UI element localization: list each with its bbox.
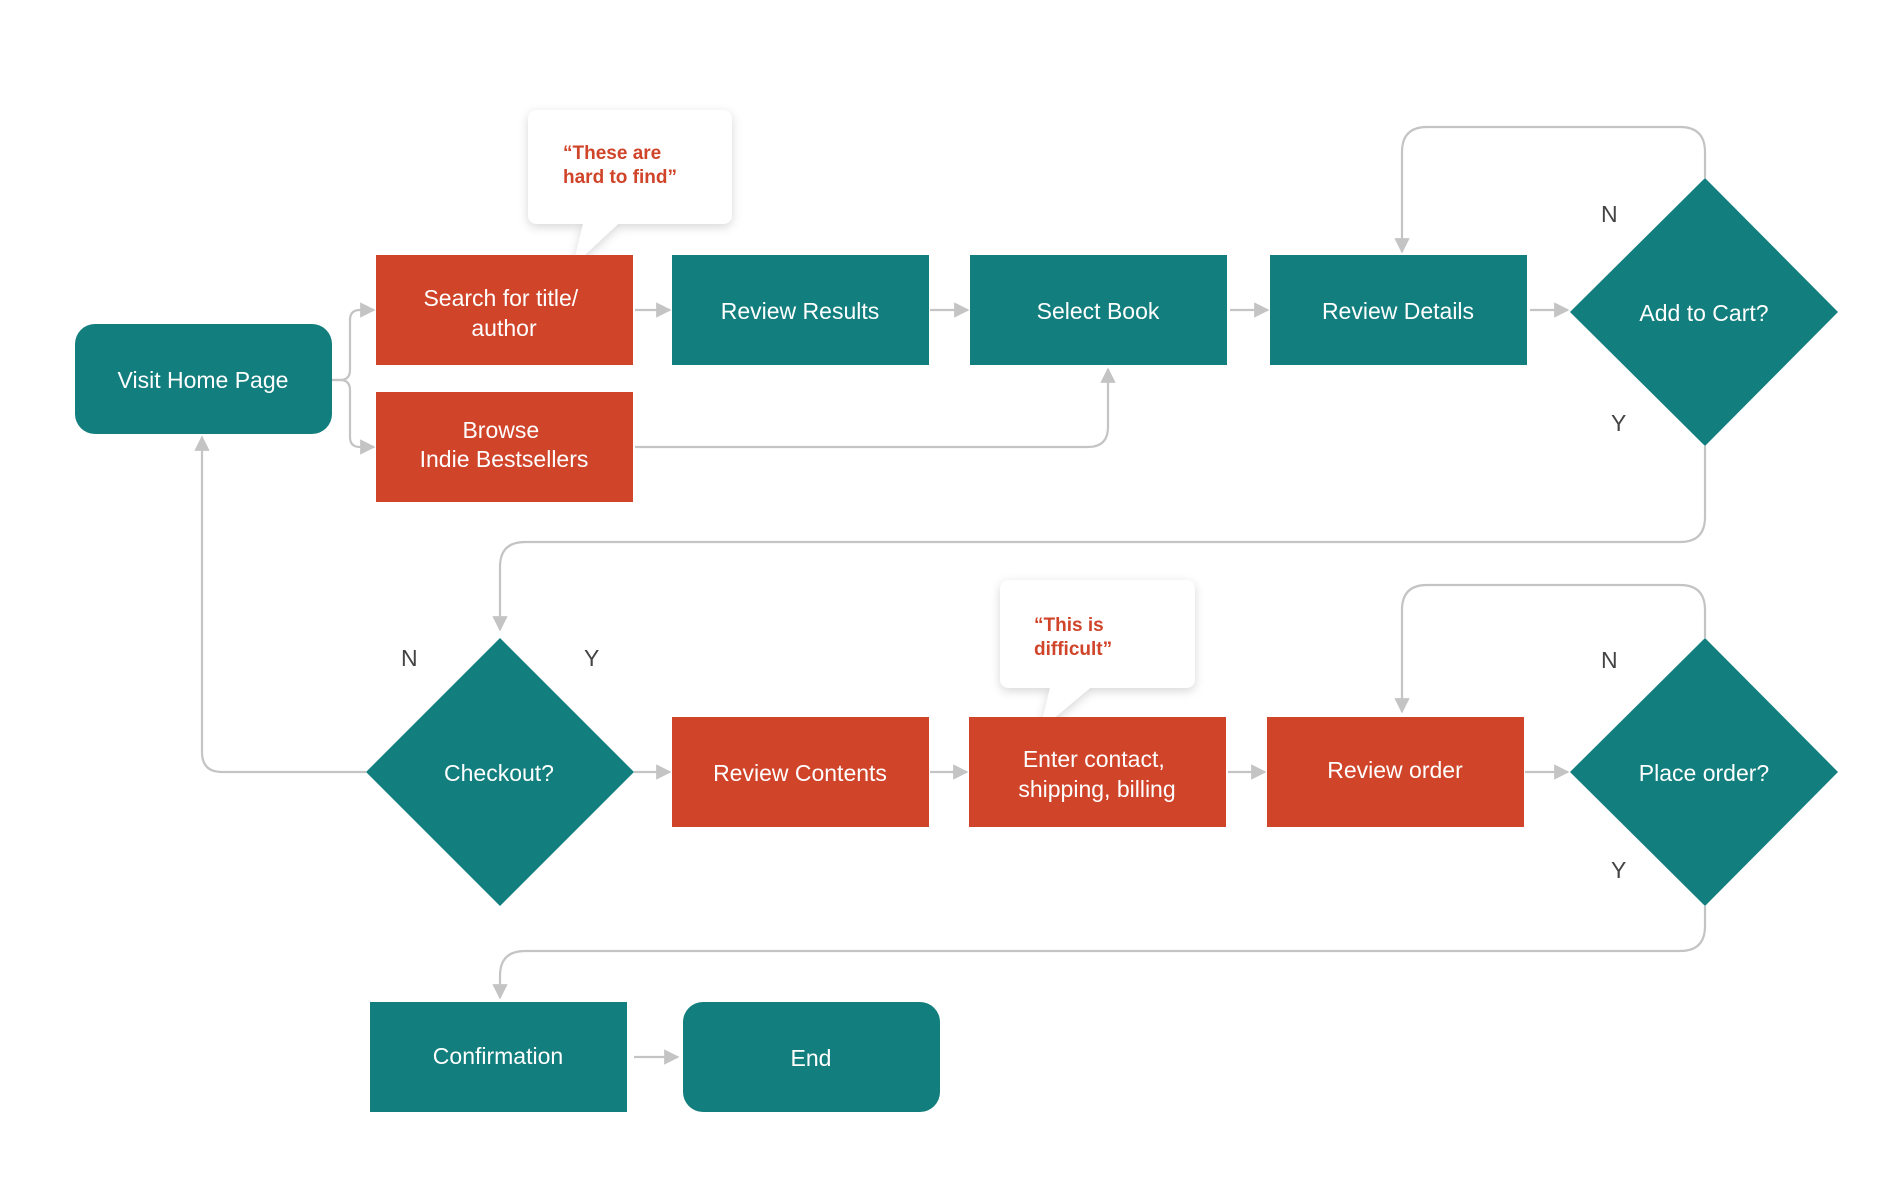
callout-search-note: “These are hard to find” (528, 110, 732, 266)
node-label: Indie Bestsellers (420, 446, 589, 472)
node-end: End (683, 1002, 940, 1112)
edge-add-to-cart-no-loop (1394, 125, 1707, 254)
callout-text-line: “These are (563, 143, 661, 164)
node-enter-contact-shipping-billing: Enter contact, shipping, billing (969, 717, 1226, 827)
branch-label-checkout-yes: Y (584, 645, 599, 671)
node-select-book: Select Book (970, 255, 1227, 365)
node-label: Review Details (1322, 298, 1474, 324)
edge-home-to-search (332, 302, 376, 382)
node-label: shipping, billing (1018, 776, 1175, 802)
node-review-results: Review Results (672, 255, 929, 365)
edge-checkout-no-to-home (194, 435, 366, 774)
svg-text:Add to Cart?: Add to Cart? (1639, 300, 1768, 326)
edge-place-order-no-loop (1394, 583, 1707, 714)
node-review-details: Review Details (1270, 255, 1527, 365)
callout-text-line: hard to find” (563, 167, 677, 188)
callout-bubble (1000, 580, 1195, 730)
node-label: Search for title/ (423, 285, 578, 311)
node-label: author (471, 315, 537, 341)
node-search-for-title-author: Search for title/ author (376, 255, 633, 365)
branch-label-checkout-no: N (401, 645, 418, 671)
node-label: Confirmation (433, 1043, 563, 1069)
svg-text:Browse Indie Bestsellers: Browse Indie Bestsellers (420, 417, 589, 472)
node-label: Checkout? (444, 760, 554, 786)
decision-add-to-cart: Add to Cart? (1570, 178, 1838, 446)
callout-contact-note: “This is difficult” (1000, 580, 1195, 730)
node-label: End (791, 1045, 832, 1071)
node-visit-home-page: Visit Home Page (75, 324, 332, 434)
svg-text:Checkout?: Checkout? (444, 760, 554, 786)
node-review-order: Review order (1267, 717, 1524, 827)
node-label: Review Contents (713, 760, 887, 786)
callout-text-line: difficult” (1034, 639, 1112, 660)
node-label: Browse (462, 417, 539, 443)
node-browse-indie-bestsellers: Browse Indie Bestsellers (376, 392, 633, 502)
callout-bubble (528, 110, 732, 266)
svg-text:End: End (791, 1045, 832, 1071)
node-confirmation: Confirmation (370, 1002, 627, 1112)
edge-add-to-cart-yes-to-checkout (492, 446, 1707, 632)
svg-text:Enter contact, shipping,: Enter contact, shipping, billing (1018, 746, 1175, 802)
svg-text:“This is difficult”: “This is difficult” (1034, 615, 1112, 660)
node-label: Review Results (721, 298, 880, 324)
svg-text:“These are hard to find”: “These are hard to find” (563, 143, 677, 188)
node-label: Enter contact, (1023, 746, 1165, 772)
node-label: Select Book (1037, 298, 1160, 324)
branch-label-place-order-yes: Y (1611, 857, 1626, 883)
svg-text:Confirmation: Confirmation (433, 1043, 563, 1069)
connectors (194, 125, 1707, 1065)
node-label: Place order? (1639, 760, 1769, 786)
svg-text:Place order?: Place order? (1639, 760, 1769, 786)
svg-text:Select Book: Select Book (1037, 298, 1160, 324)
svg-text:Review order: Review order (1327, 757, 1463, 783)
branch-label-place-order-no: N (1601, 647, 1618, 673)
edge-place-order-yes-to-confirmation (492, 906, 1707, 1000)
callout-text-line: “This is (1034, 615, 1104, 636)
branch-label-add-to-cart-yes: Y (1611, 410, 1626, 436)
edge-browse-to-select-book (635, 367, 1116, 449)
node-review-contents: Review Contents (672, 717, 929, 827)
decision-place-order: Place order? (1570, 638, 1838, 906)
node-label: Visit Home Page (118, 367, 289, 393)
svg-text:Visit Home Page: Visit Home Page (118, 367, 289, 393)
svg-text:Review Results: Review Results (721, 298, 880, 324)
svg-text:Review Details: Review Details (1322, 298, 1474, 324)
node-label: Add to Cart? (1639, 300, 1768, 326)
svg-text:Search for title/ author: Search for title/ author (423, 285, 584, 341)
node-label: Review order (1327, 757, 1463, 783)
edge-home-to-browse (332, 378, 376, 455)
branch-label-add-to-cart-no: N (1601, 201, 1618, 227)
decision-checkout: Checkout? (366, 638, 634, 906)
svg-text:Review Contents: Review Contents (713, 760, 887, 786)
branch-labels: N Y N Y N Y (401, 201, 1626, 883)
